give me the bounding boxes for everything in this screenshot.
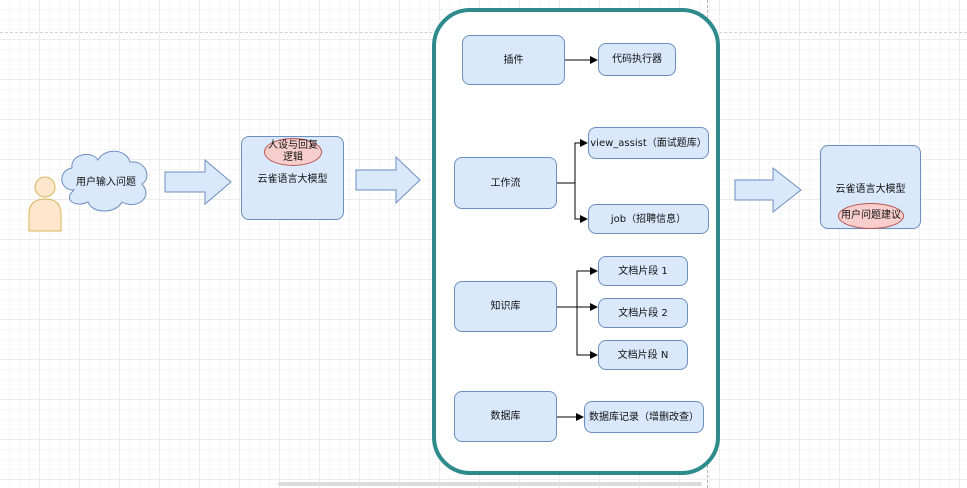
user-question-label: 用户输入问题 — [76, 177, 136, 188]
job-node[interactable]: job（招聘信息） — [588, 204, 709, 234]
user-suggestion-ellipse[interactable]: 用户问题建议 — [838, 203, 904, 229]
llm-left-title: 云雀语言大模型 — [257, 174, 328, 185]
persona-logic-ellipse[interactable]: 人设与回复 逻辑 — [264, 138, 322, 166]
edge-kb-doc-1 — [557, 267, 598, 308]
user-actor-icon[interactable] — [28, 176, 62, 232]
edge-kb-doc-n — [557, 306, 598, 359]
flow-arrow-2 — [355, 155, 421, 205]
code-executor-node[interactable]: 代码执行器 — [598, 43, 676, 76]
flow-arrow-3 — [734, 166, 802, 214]
llm-right-title: 云雀语言大模型 — [835, 184, 906, 195]
edge-workflow-view-assist — [557, 139, 588, 184]
horizontal-scrollbar[interactable] — [278, 482, 702, 486]
doc-fragment-2-node[interactable]: 文档片段 2 — [598, 298, 688, 328]
database-node[interactable]: 数据库 — [454, 391, 557, 442]
doc-fragment-1-node[interactable]: 文档片段 1 — [598, 256, 688, 286]
plugin-node[interactable]: 插件 — [462, 35, 565, 85]
workflow-node[interactable]: 工作流 — [454, 157, 557, 209]
doc-fragment-n-node[interactable]: 文档片段 N — [598, 340, 688, 370]
flow-arrow-1 — [164, 158, 232, 206]
db-record-node[interactable]: 数据库记录（增删改查） — [584, 401, 704, 433]
view-assist-node[interactable]: view_assist（面试题库） — [588, 127, 709, 159]
question-cloud-shape[interactable] — [61, 150, 148, 212]
edge-workflow-job — [557, 182, 588, 223]
knowledge-base-node[interactable]: 知识库 — [454, 281, 557, 332]
